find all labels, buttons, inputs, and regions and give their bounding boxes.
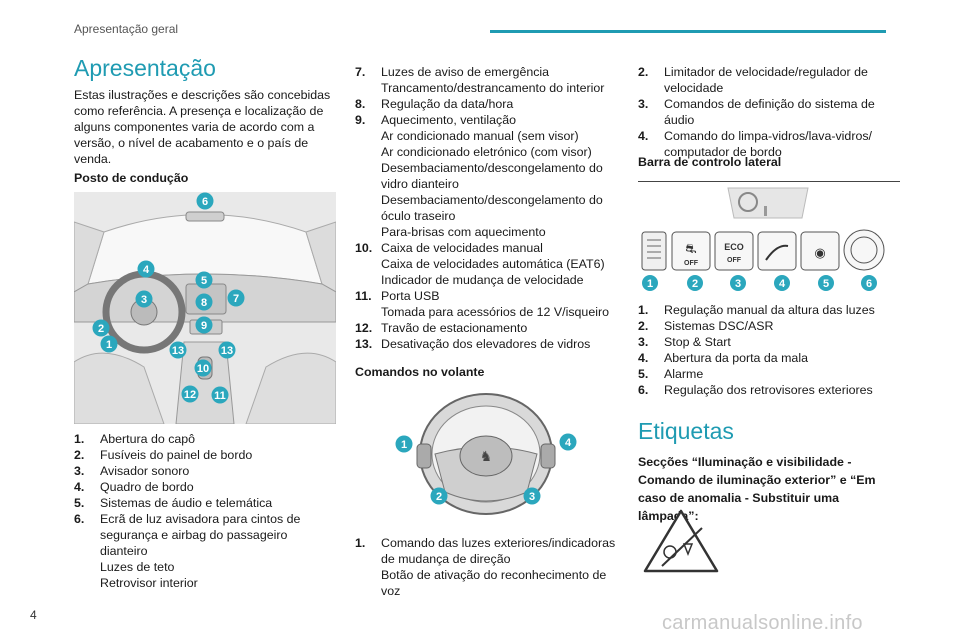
- control-bar-legend-list: 1.Regulação manual da altura das luzes 2…: [638, 302, 900, 398]
- subtitle-posto-conducao: Posto de condução: [74, 171, 189, 185]
- stop-start-button: [714, 231, 754, 271]
- svg-text:1: 1: [106, 339, 112, 351]
- svg-text:4: 4: [565, 437, 572, 449]
- svg-text:9: 9: [201, 320, 207, 332]
- mirror-knob-icon: [850, 236, 878, 264]
- svg-text:3: 3: [735, 278, 741, 290]
- list-item: 3.Stop & Start: [638, 335, 731, 349]
- lion-logo-icon: ♞: [480, 448, 493, 464]
- list-item: 6.Ecrã de luz avisadora para cintos de s…: [74, 512, 301, 590]
- list-item: 11.Porta USB Tomada para acessórios de 1…: [355, 289, 609, 319]
- list-item: 2.Limitador de velocidade/regulador de v…: [638, 65, 868, 95]
- list-item: 9.Aquecimento, ventilação Ar condicionad…: [355, 113, 603, 239]
- list-item: 1.Abertura do capô: [74, 432, 196, 446]
- svg-text:6: 6: [866, 278, 872, 290]
- section-title-apresentacao: Apresentação: [74, 55, 216, 81]
- svg-text:ECO: ECO: [724, 242, 744, 252]
- svg-text:10: 10: [197, 363, 209, 375]
- steering-wheel-illustration: ♞ 1 4 2 3: [395, 393, 577, 515]
- svg-text:13: 13: [221, 345, 233, 357]
- svg-text:4: 4: [143, 264, 150, 276]
- svg-text:3: 3: [529, 491, 535, 503]
- list-item: 3.Comandos de definição do sistema de áu…: [638, 97, 875, 127]
- boot-open-button: [757, 231, 797, 271]
- headlamp-height-thumbwheel: [641, 231, 667, 271]
- steering-legend-list-continued: 2.Limitador de velocidade/regulador de v…: [638, 64, 900, 160]
- svg-text:2: 2: [436, 491, 442, 503]
- svg-text:2: 2: [98, 323, 104, 335]
- callout-label: 1: [401, 439, 407, 451]
- list-item: 8.Regulação da data/hora: [355, 97, 514, 111]
- list-item: 5.Alarme: [638, 367, 704, 381]
- list-item: 2.Fusíveis do painel de bordo: [74, 448, 253, 462]
- skid-car-icon: ⛐: [685, 241, 696, 256]
- dsc-asr-button: [671, 231, 711, 271]
- buttons-row: ⛐ OFF ECO OFF ◉: [641, 229, 885, 271]
- subtitle-barra-controlo: Barra de controlo lateral: [638, 155, 782, 169]
- alarm-button: [800, 231, 840, 271]
- svg-text:OFF: OFF: [727, 257, 742, 264]
- list-item: 4.Abertura da porta da mala: [638, 351, 808, 365]
- cockpit-legend-list: 1.Abertura do capô 2.Fusíveis do painel …: [74, 431, 336, 591]
- svg-text:7: 7: [233, 293, 239, 305]
- cockpit-legend-list-continued: 7.Luzes de aviso de emergência Trancamen…: [355, 64, 617, 352]
- list-item: 1.Comando das luzes exteriores/indicador…: [355, 536, 616, 598]
- list-item: 3.Avisador sonoro: [74, 464, 190, 478]
- svg-text:11: 11: [214, 390, 226, 402]
- svg-text:5: 5: [823, 278, 829, 290]
- section-divider: [638, 181, 900, 182]
- steering-legend-list: 1.Comando das luzes exteriores/indicador…: [355, 535, 625, 599]
- section-title-etiquetas: Etiquetas: [638, 418, 734, 444]
- list-item: 12.Travão de estacionamento: [355, 321, 528, 335]
- callout-label: 6: [202, 196, 208, 208]
- callout-badge: [196, 192, 214, 210]
- cockpit-callouts: 6 4 5 3 8 7 2 9 1 13 13 10 12 11: [92, 192, 245, 404]
- list-item: 1.Regulação manual da altura das luzes: [638, 303, 875, 317]
- steering-wheel-icon: [738, 192, 758, 212]
- list-item: 4.Quadro de bordo: [74, 480, 194, 494]
- subtitle-comandos-volante: Comandos no volante: [355, 365, 485, 379]
- watermark: carmanualsonline.info: [662, 612, 863, 634]
- page-number: 4: [30, 608, 37, 622]
- intro-paragraph: Estas ilustrações e descrições são conce…: [74, 88, 331, 166]
- list-item: 10.Caixa de velocidades manual Caixa de …: [355, 241, 605, 287]
- list-item: 2.Sistemas DSC/ASR: [638, 319, 774, 333]
- running-header: Apresentação geral: [74, 22, 179, 36]
- list-item: 4.Comando do limpa-vidros/lava-vidros/ c…: [638, 129, 872, 159]
- svg-text:3: 3: [141, 294, 147, 306]
- boot-icon: [765, 244, 789, 261]
- svg-text:OFF: OFF: [684, 260, 699, 267]
- warning-triangle-label-icon: [643, 509, 719, 573]
- cockpit-illustration: 6 4 5 3 8 7 2 9 1 13 13 10 12 11: [74, 192, 336, 424]
- list-item: 5.Sistemas de áudio e telemática: [74, 496, 273, 510]
- svg-text:13: 13: [172, 345, 184, 357]
- mirror-adjust-knob: [843, 229, 885, 271]
- alarm-icon: ◉: [814, 245, 825, 260]
- callout-label: 1: [647, 278, 653, 290]
- list-item: 7.Luzes de aviso de emergência Trancamen…: [355, 65, 605, 95]
- side-control-bar-illustration: ⛐ OFF ECO OFF ◉ 1 2 3 4 5 6: [641, 187, 885, 291]
- svg-text:2: 2: [692, 278, 698, 290]
- list-item: 13.Desativação dos elevadores de vidros: [355, 337, 591, 351]
- svg-text:4: 4: [779, 278, 786, 290]
- list-item: 6.Regulação dos retrovisores exteriores: [638, 383, 873, 397]
- svg-text:12: 12: [184, 389, 196, 401]
- svg-text:8: 8: [201, 297, 207, 309]
- svg-text:5: 5: [201, 275, 207, 287]
- header-rule: [490, 30, 886, 33]
